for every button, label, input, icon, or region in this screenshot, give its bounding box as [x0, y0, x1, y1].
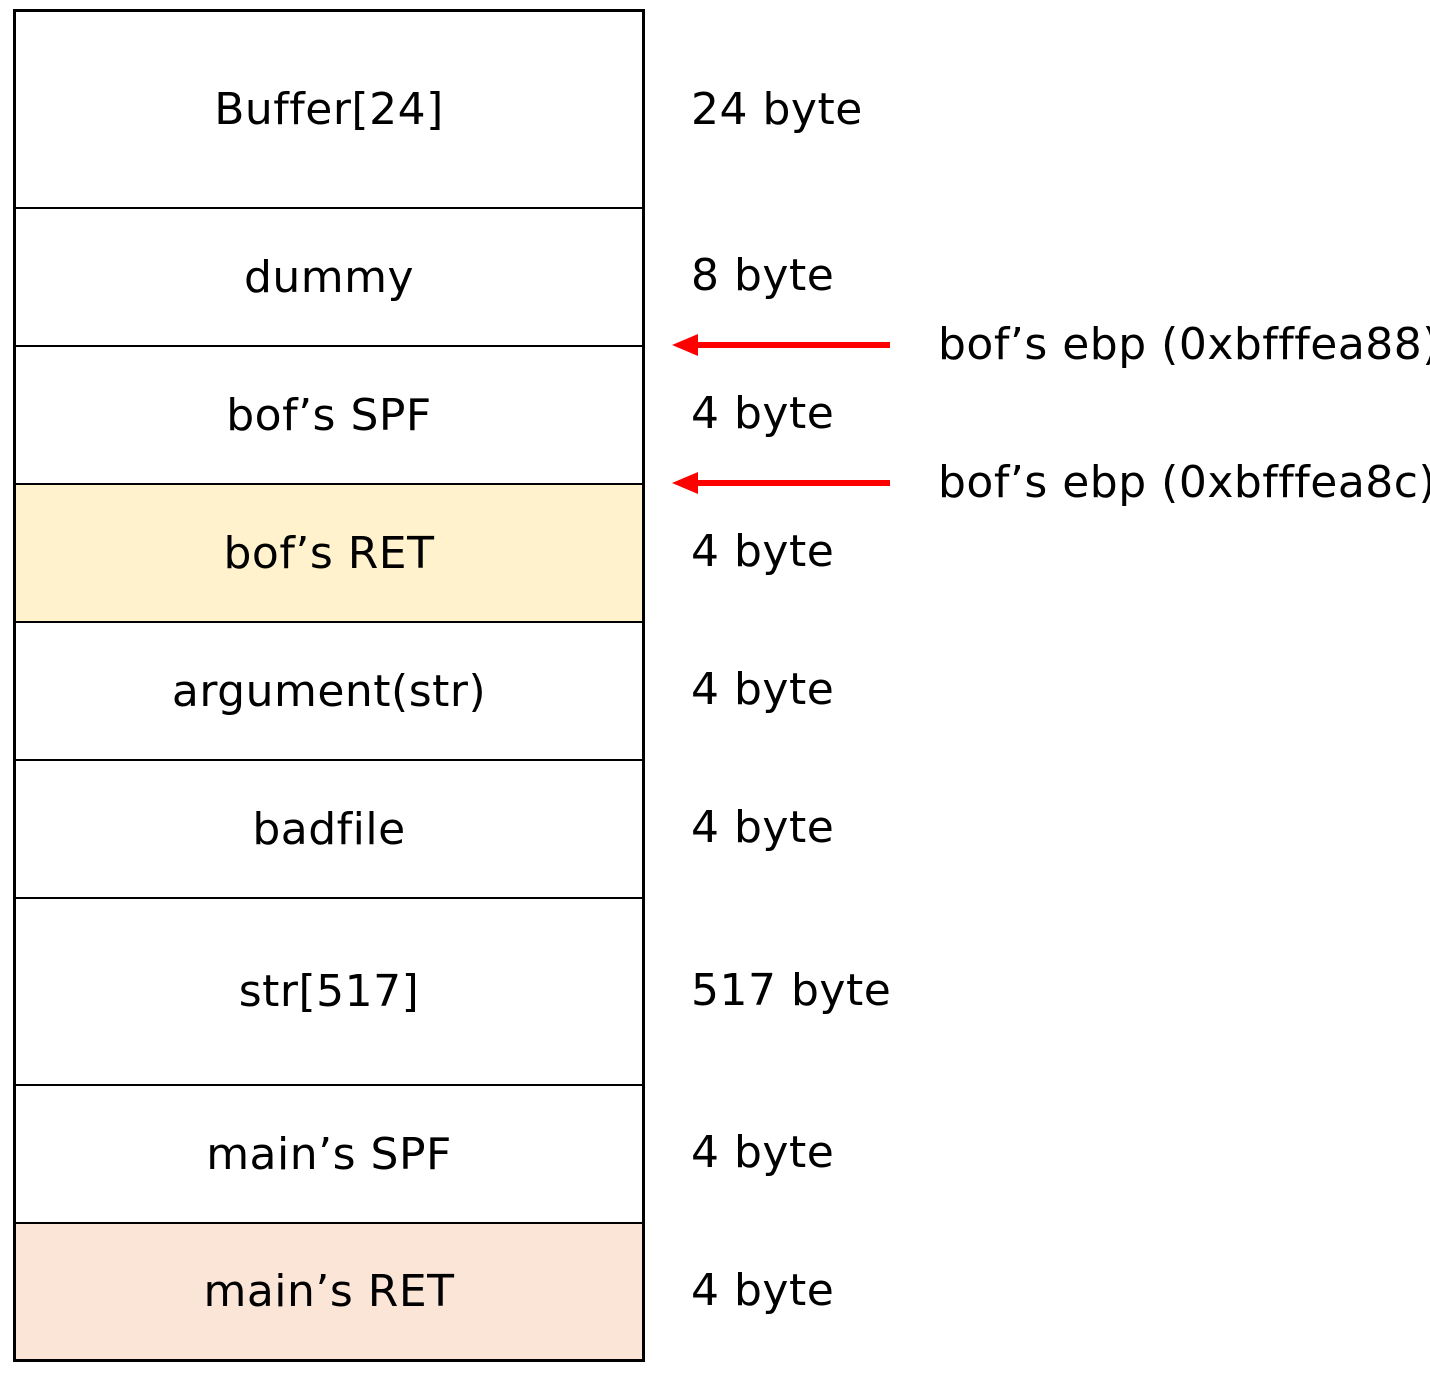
- size-label-bof-ret: 4 byte: [691, 526, 835, 577]
- stack-cell-badfile: badfile: [16, 759, 642, 897]
- size-label-main-spf: 4 byte: [691, 1127, 835, 1178]
- size-label-dummy: 8 byte: [691, 250, 835, 301]
- size-label-str: 517 byte: [691, 964, 892, 1016]
- stack-cell-dummy: dummy: [16, 207, 642, 345]
- left-arrow-head-icon: [672, 334, 698, 356]
- size-label-main-ret: 4 byte: [691, 1264, 835, 1316]
- stack-cell-bof-spf: bof’s SPF: [16, 345, 642, 483]
- stack-cell-buffer: Buffer[24]: [16, 12, 642, 207]
- stack-frame-diagram: Buffer[24] dummy bof’s SPF bof’s RET arg…: [13, 9, 645, 1362]
- ebp-arrow-1: [672, 330, 892, 360]
- stack-cell-str: str[517]: [16, 897, 642, 1084]
- size-label-buffer: 24 byte: [691, 83, 863, 135]
- stack-cell-main-ret: main’s RET: [16, 1222, 642, 1359]
- stack-cell-argument: argument(str): [16, 621, 642, 759]
- ebp-label-2: bof’s ebp (0xbfffea8c): [938, 457, 1430, 508]
- stack-cell-main-spf: main’s SPF: [16, 1084, 642, 1222]
- size-label-badfile: 4 byte: [691, 802, 835, 853]
- ebp-arrow-2: [672, 468, 892, 498]
- size-label-argument: 4 byte: [691, 664, 835, 715]
- stack-cell-bof-ret: bof’s RET: [16, 483, 642, 621]
- left-arrow-head-icon: [672, 472, 698, 494]
- size-label-bof-spf: 4 byte: [691, 388, 835, 439]
- ebp-label-1: bof’s ebp (0xbfffea88): [938, 319, 1430, 370]
